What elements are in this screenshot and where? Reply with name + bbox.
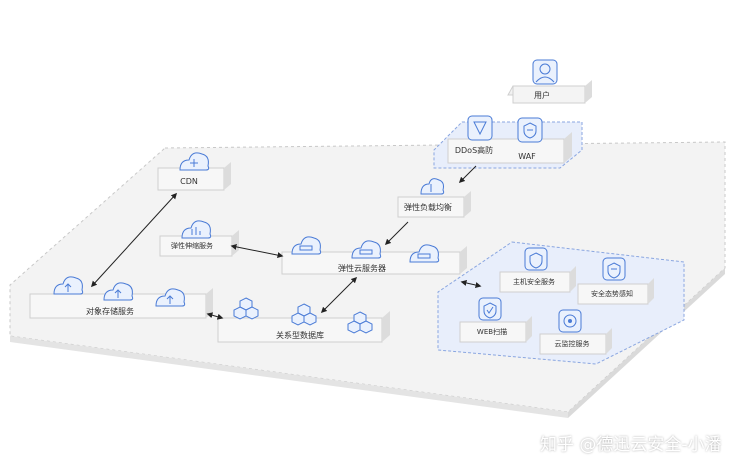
label-hss: 主机安全服务 [513,278,555,286]
user-icon [532,59,558,85]
slab-situation-awareness [577,278,654,305]
edge-cdn-obs [90,192,178,288]
label-cloud-eye: 云监控服务 [554,340,590,348]
slab-elb [397,191,471,218]
edge-autoscaling-ecs [230,243,284,259]
slab-cloud-eye [539,328,612,355]
slab-ddos-waf [447,132,572,164]
edge-ecs-security [460,280,482,288]
slab-user [507,80,592,104]
obs-cloud-icon [155,288,186,307]
edge-elb-ecs [384,221,409,246]
cloud-eye-icon [558,309,582,333]
obs-cloud-icon [53,276,84,295]
ecs-cloud-icon [351,240,382,259]
ecs-cloud-icon [409,244,440,263]
edge-waf-elb [458,165,477,184]
cdn-cloud-icon [179,152,210,171]
database-icon [291,303,317,326]
shield-icon [467,115,493,141]
web-scan-icon [478,297,502,321]
ecs-cloud-icon [291,236,322,255]
obs-cloud-icon [103,282,134,301]
label-web-scan: WEB扫描 [476,328,508,336]
slab-hss [499,266,576,293]
edge-ecs-rds [320,276,358,314]
label-elb: 弹性负载均衡 [404,203,452,212]
situation-awareness-icon [602,257,626,281]
label-ecs: 弹性云服务器 [338,264,386,273]
label-situation-awareness: 安全态势感知 [591,290,633,298]
label-obs: 对象存储服务 [86,307,134,316]
auto-scaling-cloud-icon [181,220,212,239]
waf-shield-icon [517,117,543,143]
slab-web-scan [459,316,532,343]
database-icon [233,297,259,320]
watermark: 知乎 @德迅云安全-小潘 [540,435,722,455]
label-cdn: CDN [180,177,198,186]
label-auto-scaling: 弹性伸缩服务 [171,242,213,250]
edge-obs-rds [206,312,224,320]
connectors [90,165,482,320]
database-icon [347,311,373,334]
label-rds: 关系型数据库 [276,331,324,340]
load-balancer-icon [420,178,445,195]
label-waf: WAF [518,152,536,161]
label-ddos: DDoS高防 [454,146,494,155]
host-security-icon [524,247,548,271]
label-user: 用户 [534,91,550,100]
